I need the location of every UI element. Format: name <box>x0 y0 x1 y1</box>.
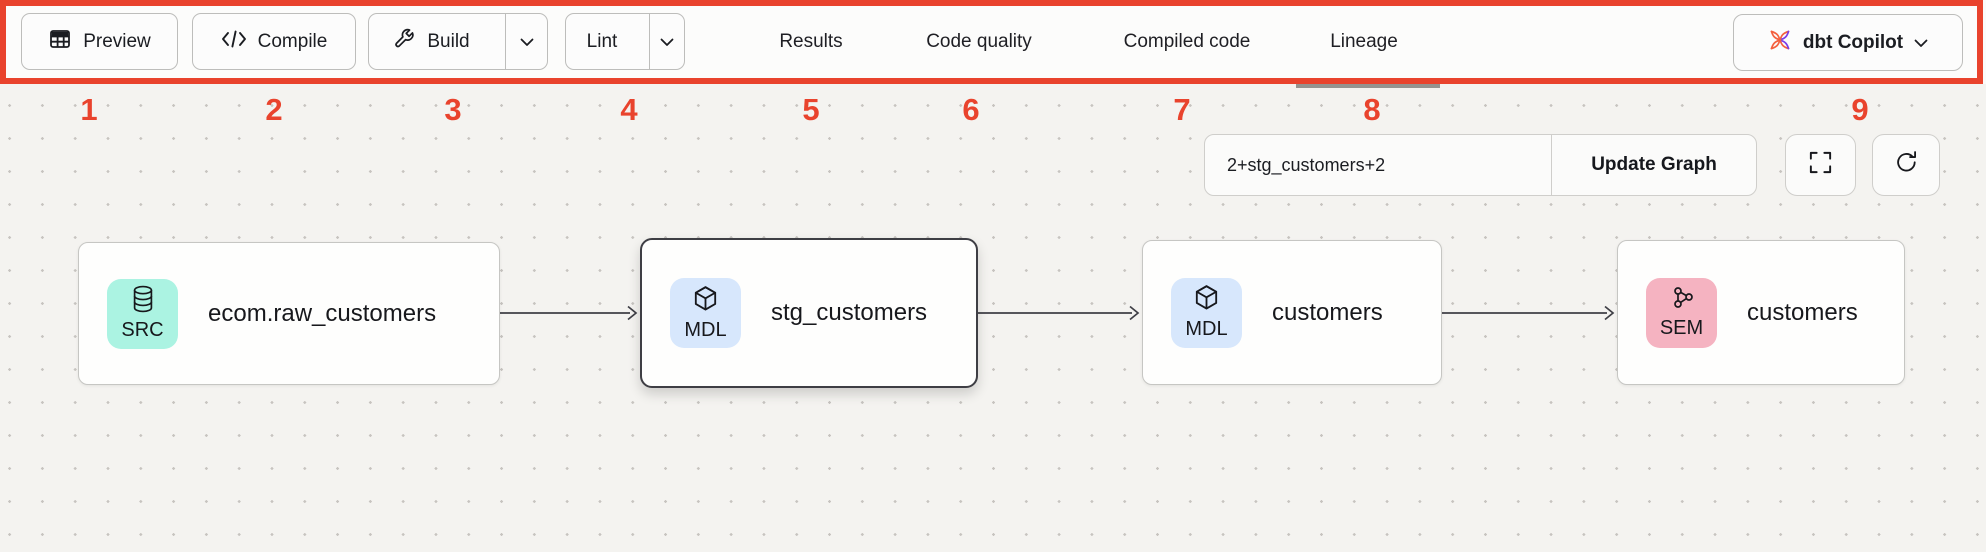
annotation-number-2: 2 <box>265 92 283 127</box>
update-graph-button[interactable]: Update Graph <box>1552 135 1756 195</box>
tab-code-quality[interactable]: Code quality <box>926 13 1032 70</box>
annotation-number-8: 8 <box>1363 92 1381 127</box>
lint-split-button: Lint <box>565 13 685 70</box>
tab-results[interactable]: Results <box>779 13 842 70</box>
table-icon <box>48 27 72 57</box>
annotation-number-7: 7 <box>1173 92 1191 127</box>
semantic-model-icon <box>1669 285 1695 316</box>
build-dropdown-button[interactable] <box>505 14 547 69</box>
tab-results-label: Results <box>779 30 843 52</box>
preview-button[interactable]: Preview <box>21 13 178 70</box>
node-title: stg_customers <box>771 299 928 326</box>
build-button[interactable]: Build <box>369 14 494 69</box>
refresh-button[interactable] <box>1872 134 1940 196</box>
annotation-number-6: 6 <box>962 92 980 127</box>
badge-label: MDL <box>684 318 727 341</box>
lint-dropdown-button[interactable] <box>649 14 684 69</box>
compile-label: Compile <box>257 30 328 52</box>
update-graph-label: Update Graph <box>1591 154 1717 175</box>
cube-icon <box>692 285 719 318</box>
lint-button[interactable]: Lint <box>566 14 638 69</box>
node-title: customers <box>1272 298 1383 326</box>
annotation-number-5: 5 <box>802 92 820 127</box>
chevron-down-icon <box>1914 32 1928 54</box>
dbt-logo-icon <box>1768 28 1792 58</box>
database-icon <box>130 285 156 318</box>
lineage-selector-value: 2+stg_customers+2 <box>1227 154 1386 175</box>
compile-button[interactable]: Compile <box>192 13 356 70</box>
refresh-icon <box>1893 149 1920 181</box>
fullscreen-button[interactable] <box>1785 134 1856 196</box>
annotation-number-4: 4 <box>620 92 638 127</box>
chevron-down-icon <box>660 31 674 53</box>
lint-label: Lint <box>586 30 618 52</box>
annotation-number-1: 1 <box>80 92 98 127</box>
model-badge: MDL <box>670 278 741 348</box>
model-badge: MDL <box>1171 277 1242 348</box>
tab-lineage-label: Lineage <box>1330 30 1398 52</box>
fullscreen-icon <box>1807 149 1834 181</box>
code-icon <box>221 30 247 54</box>
tab-lineage[interactable]: Lineage <box>1330 13 1398 70</box>
preview-label: Preview <box>83 30 151 52</box>
lineage-node-customers-semantic[interactable]: SEM customers <box>1617 240 1905 385</box>
node-title: customers <box>1747 298 1858 326</box>
badge-label: MDL <box>1185 318 1228 340</box>
dbt-copilot-label: dbt Copilot <box>1802 31 1904 53</box>
lineage-selector-input[interactable]: 2+stg_customers+2 <box>1205 135 1552 195</box>
lineage-node-source[interactable]: SRC ecom.raw_customers <box>78 242 500 385</box>
tab-code-quality-label: Code quality <box>926 30 1032 52</box>
dbt-copilot-button[interactable]: dbt Copilot <box>1733 14 1963 71</box>
build-label: Build <box>427 30 470 52</box>
wrench-icon <box>393 27 416 56</box>
lineage-node-stg-customers-selected[interactable]: MDL stg_customers <box>640 238 978 388</box>
lineage-node-customers-model[interactable]: MDL customers <box>1142 240 1442 385</box>
semantic-badge: SEM <box>1646 277 1717 348</box>
annotation-number-3: 3 <box>444 92 462 127</box>
node-title: ecom.raw_customers <box>208 299 437 327</box>
annotation-number-9: 9 <box>1851 92 1869 127</box>
cube-icon <box>1193 284 1220 317</box>
badge-label: SEM <box>1659 317 1704 339</box>
badge-label: SRC <box>121 319 164 341</box>
chevron-down-icon <box>520 31 534 53</box>
active-tab-underline <box>1296 84 1440 88</box>
source-badge: SRC <box>107 278 178 349</box>
lineage-selector: 2+stg_customers+2 Update Graph <box>1204 134 1757 196</box>
tab-compiled-code-label: Compiled code <box>1123 30 1251 52</box>
tab-compiled-code[interactable]: Compiled code <box>1124 13 1251 70</box>
build-split-button: Build <box>368 13 548 70</box>
